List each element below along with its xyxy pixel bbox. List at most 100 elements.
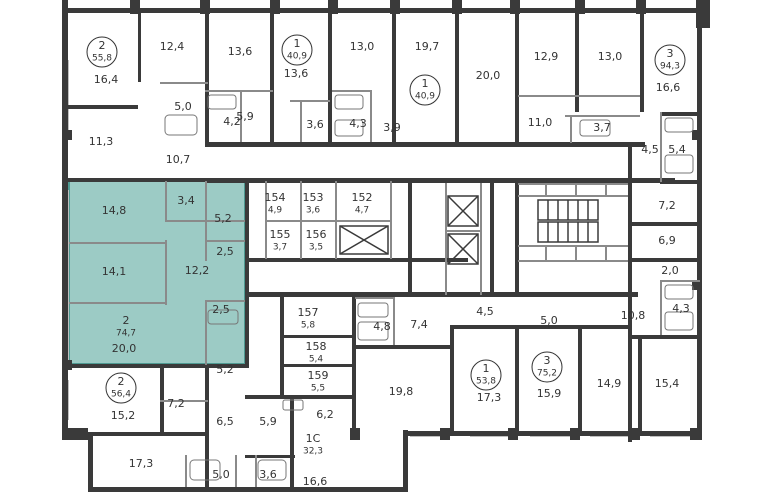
- room-area-label: 4,3: [672, 302, 690, 315]
- apartment-rooms: 2: [99, 39, 106, 52]
- apartment-area: 55,8: [92, 54, 112, 64]
- highlighted-room-area-label: 5,2: [214, 212, 232, 225]
- apartment-area: 5,4: [309, 355, 324, 365]
- room-area-label: 4,8: [373, 320, 391, 333]
- apartment-rooms: 154: [265, 191, 286, 204]
- core: [339, 195, 599, 265]
- apartment-area: 4,9: [268, 206, 283, 216]
- highlighted-room-area-label: 14,8: [102, 204, 127, 217]
- apartment-badge[interactable]: 375,2: [531, 351, 563, 383]
- room-area-label: 17,3: [477, 391, 502, 404]
- room-area-label: 16,6: [656, 81, 681, 94]
- highlighted-room-area-label: 3,4: [177, 194, 195, 207]
- interior-walls: [68, 12, 700, 489]
- room-area-label: 4,5: [641, 143, 659, 156]
- apartment-rooms: 152: [352, 191, 373, 204]
- room-area-label: 6,5: [216, 415, 234, 428]
- apartment-badge-circle: [105, 372, 137, 404]
- room-area-label: 3,7: [593, 121, 611, 134]
- apartment-area: 32,3: [303, 447, 323, 457]
- apartment-badge[interactable]: 255,8: [86, 36, 118, 68]
- exterior-walls: [62, 0, 710, 492]
- room-area-label: 5,9: [236, 110, 254, 123]
- room-area-label: 13,6: [228, 45, 253, 58]
- apartment-area: 3,7: [273, 243, 287, 253]
- room-area-label: 4,3: [349, 117, 367, 130]
- room-area-label: 5,2: [216, 363, 234, 376]
- apartment-area: 74,7: [116, 329, 136, 339]
- room-area-label: 3,9: [383, 121, 401, 134]
- fixtures: [164, 94, 694, 481]
- apartment-rooms: 1: [422, 77, 429, 90]
- room-area-label: 12,9: [534, 50, 559, 63]
- highlighted-apartment[interactable]: [68, 180, 246, 365]
- apartment-rooms: 158: [306, 340, 327, 353]
- apartment-badge[interactable]: 140,9: [281, 34, 313, 66]
- room-area-label: 12,4: [160, 40, 185, 53]
- apartment-rooms: 3: [667, 47, 674, 60]
- room-area-label: 6,9: [658, 234, 676, 247]
- apartment-rooms: 2: [123, 314, 130, 327]
- room-area-label: 7,2: [167, 397, 185, 410]
- partitions: [69, 82, 700, 487]
- highlighted-apartment-area[interactable]: [68, 180, 246, 365]
- room-area-label: 13,6: [284, 67, 309, 80]
- apartment-rooms: 2: [118, 375, 125, 388]
- room-area-label: 3,6: [306, 118, 324, 131]
- room-area-label: 17,3: [129, 457, 154, 470]
- apartment-badge-circle: [86, 36, 118, 68]
- apartment-badge[interactable]: 153,8: [470, 359, 502, 391]
- room-area-label: 15,9: [537, 387, 562, 400]
- highlighted-room-area-label: 2,5: [212, 303, 230, 316]
- room-area-label: 13,0: [598, 50, 623, 63]
- room-area-label: 15,4: [655, 377, 680, 390]
- room-area-label: 5,9: [259, 415, 277, 428]
- room-area-label: 14,9: [597, 377, 622, 390]
- apartment-rooms: 153: [303, 191, 324, 204]
- apartment-badge-circle: [470, 359, 502, 391]
- apartment-badge[interactable]: 256,4: [105, 372, 137, 404]
- apartment-area: 75,2: [537, 369, 557, 379]
- room-area-label: 4,2: [223, 115, 241, 128]
- room-area-label: 5,0: [212, 468, 230, 481]
- room-area-label: 16,6: [303, 475, 328, 488]
- room-area-label: 2,0: [661, 264, 679, 277]
- room-area-label: 5,0: [174, 100, 192, 113]
- apartment-rooms: 3: [544, 354, 551, 367]
- apartment-rooms: 156: [306, 228, 327, 241]
- room-area-label: 15,2: [111, 409, 136, 422]
- apartment-badge[interactable]: 394,3: [654, 44, 686, 76]
- highlighted-room-area-label: 12,2: [185, 264, 210, 277]
- apartment-area: 4,7: [355, 206, 369, 216]
- apartment-area: 53,8: [476, 377, 496, 387]
- apartment-rooms: 1: [483, 362, 490, 375]
- apartment-area: 40,9: [415, 92, 435, 102]
- apartment-area: 5,8: [301, 321, 316, 331]
- apartment-badge-circle: [531, 351, 563, 383]
- apartment-badge[interactable]: 140,9: [409, 74, 441, 106]
- apartment-rooms: 1: [294, 37, 301, 50]
- room-area-label: 13,0: [350, 40, 375, 53]
- apartment-rooms: 159: [308, 369, 329, 382]
- room-area-label: 3,6: [259, 468, 277, 481]
- room-area-label: 4,5: [476, 305, 494, 318]
- highlighted-room-area-label: 14,1: [102, 265, 127, 278]
- room-area-label: 10,7: [166, 153, 191, 166]
- apartment-badges: 255,8140,9140,9394,31544,91533,61524,715…: [86, 34, 686, 457]
- apartment-badge[interactable]: 274,7: [116, 314, 136, 339]
- room-area-label: 7,2: [658, 199, 676, 212]
- apartment-area: 94,3: [660, 62, 680, 72]
- room-area-label: 5,0: [540, 314, 558, 327]
- apartment-area: 3,5: [309, 243, 323, 253]
- apartment-badge-circle: [409, 74, 441, 106]
